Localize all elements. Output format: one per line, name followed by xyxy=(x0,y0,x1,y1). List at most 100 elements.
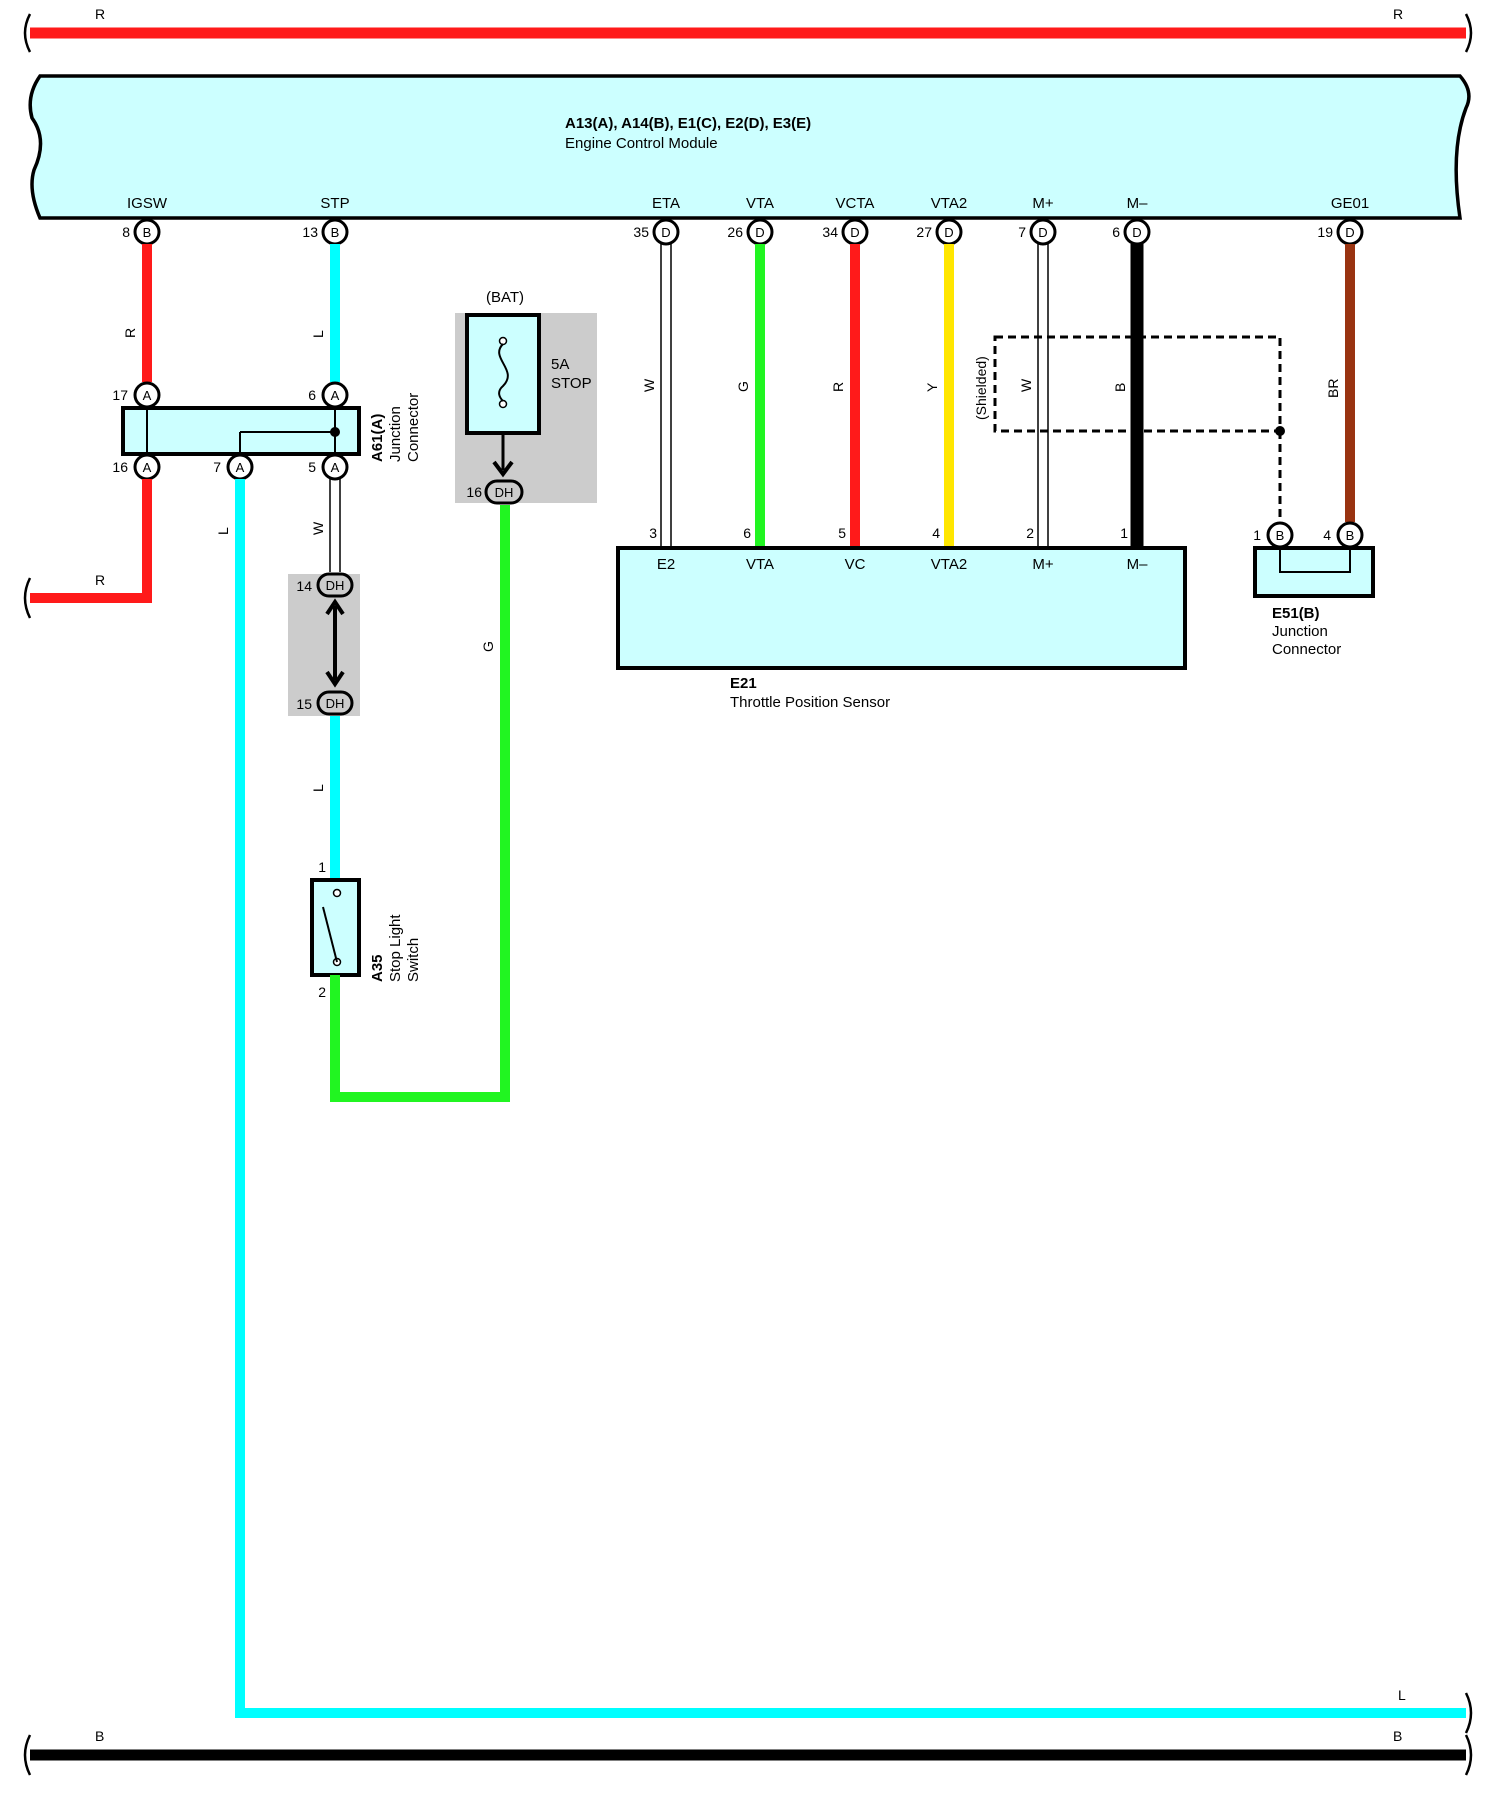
ecm-connector-letter: D xyxy=(850,225,859,240)
tps-pin: 5 xyxy=(838,525,846,541)
a61-pin-7: 7 xyxy=(213,459,221,475)
tps-pin: 1 xyxy=(1120,525,1128,541)
a61-pin-6: 6 xyxy=(308,387,316,403)
ecm-terminal-igsw: IGSW 8 B xyxy=(122,195,168,246)
ecm-pin-number: 34 xyxy=(822,224,838,240)
fuse-supply-label: (BAT) xyxy=(486,289,524,306)
eta-wire-color-label: W xyxy=(641,378,657,392)
ecm-terminal-mplus: M+ 7 D xyxy=(1018,195,1057,246)
stp-wire-color-label: L xyxy=(310,330,326,338)
mminus-wire: B xyxy=(1112,244,1144,548)
e51-pin-a: 1 xyxy=(1253,527,1261,543)
a61-conn-letter: A xyxy=(331,388,340,403)
ecm-terminal-vcta: VCTA 34 D xyxy=(822,195,875,246)
e51-name-line1: Junction xyxy=(1272,623,1328,640)
a61-conn-letter: A xyxy=(331,460,340,475)
shielded-label: (Shielded) xyxy=(973,356,989,420)
vta-wire-color-label: G xyxy=(735,381,751,392)
bottom-ground-bus: B B xyxy=(23,1728,1473,1776)
a61-conn-letter: A xyxy=(143,460,152,475)
e51-pin-b: 4 xyxy=(1323,527,1331,543)
tps-terminal-mminus: 1 M– xyxy=(1120,525,1148,573)
tps-terminal-vc: 5 VC xyxy=(838,525,865,573)
bottom-bus-right-label: B xyxy=(1393,1728,1402,1744)
ecm-terminal-name: M+ xyxy=(1032,195,1053,212)
e51-conn-letter: B xyxy=(1276,528,1285,543)
ecm-title: A13(A), A14(B), E1(C), E2(D), E3(E) xyxy=(565,115,811,132)
ecm-connector-letter: D xyxy=(1132,225,1141,240)
w-wire-color-label: W xyxy=(310,521,326,535)
ecm-pin-number: 6 xyxy=(1112,224,1120,240)
fuse-name: STOP xyxy=(551,375,592,392)
igsw-wire: R xyxy=(122,244,152,382)
e51-name-line2: Connector xyxy=(1272,641,1341,658)
vta2-wire: Y xyxy=(924,244,954,548)
ecm-terminal-name: M– xyxy=(1127,195,1148,212)
top-power-bus: R R xyxy=(23,6,1473,53)
ecm-pin-number: 26 xyxy=(727,224,743,240)
tps-pin: 2 xyxy=(1026,525,1034,541)
tps-terminal-name: VC xyxy=(845,556,866,573)
vta-wire: G xyxy=(735,244,765,548)
tps-pin: 6 xyxy=(743,525,751,541)
tps-terminal-name: VTA2 xyxy=(931,556,967,573)
ge01-wire: BR xyxy=(1325,244,1355,522)
ecm-pin-number: 19 xyxy=(1317,224,1333,240)
tps-id: E21 xyxy=(730,675,757,692)
fuse-rating: 5A xyxy=(551,356,569,373)
stop-fuse-block: (BAT) 5A STOP 16 DH xyxy=(455,289,597,505)
tps-terminal-e2: 3 E2 xyxy=(649,525,675,573)
a61-name-line2: Connector xyxy=(405,393,422,462)
stp-lower-color-label: L xyxy=(310,784,326,792)
tps-terminal-name: M– xyxy=(1127,556,1148,573)
a35-pin1: 1 xyxy=(318,859,326,875)
tps-pin: 4 xyxy=(932,525,940,541)
dh-connector-block: 14 DH 15 DH xyxy=(288,572,360,716)
ecm-terminal-name: VTA2 xyxy=(931,195,967,212)
e51-id: E51(B) xyxy=(1272,605,1320,622)
top-bus-right-label: R xyxy=(1393,6,1403,22)
l-bus-right-label: L xyxy=(1398,1687,1406,1703)
ecm-terminal-vta2: VTA2 27 D xyxy=(916,195,967,246)
ecm-connector-letter: D xyxy=(1345,225,1354,240)
a61-pin-17: 17 xyxy=(112,387,128,403)
throttle-position-sensor-e21: 3 E2 6 VTA 5 VC 4 VTA2 2 M+ 1 M– E21 Thr… xyxy=(616,525,1187,711)
dh-top-pin: 14 xyxy=(296,578,312,594)
junction-connector-e51: 1 B 4 B E51(B) Junction Connector xyxy=(1253,521,1375,658)
ecm-terminal-name: VCTA xyxy=(836,195,875,212)
tps-terminal-name: VTA xyxy=(746,556,774,573)
vcta-wire: R xyxy=(830,244,860,548)
top-bus-left-label: R xyxy=(95,6,105,22)
tps-terminal-name: M+ xyxy=(1032,556,1053,573)
ecm-box: A13(A), A14(B), E1(C), E2(D), E3(E) Engi… xyxy=(28,74,1471,220)
a61-pin-5: 5 xyxy=(308,459,316,475)
fuse-out-conn: DH xyxy=(495,485,514,500)
ecm-terminal-name: VTA xyxy=(746,195,774,212)
junction-connector-a61: 17 A 6 A 16 A 7 A 5 A A61(A) Junction Co… xyxy=(112,381,422,481)
ecm-connector-letter: D xyxy=(661,225,670,240)
ecm-terminal-stp: STP 13 B xyxy=(302,195,350,246)
fuse-out-pin: 16 xyxy=(466,484,482,500)
l-wire-color-label: L xyxy=(215,527,231,535)
w-wire-a61-to-dh: W xyxy=(310,479,341,572)
shield-outline: (Shielded) xyxy=(973,335,1285,523)
dh-top-conn: DH xyxy=(326,578,345,593)
ecm-connector-letter: B xyxy=(331,225,340,240)
tps-terminal-vta: 6 VTA xyxy=(743,525,774,573)
l-long-wire: L L xyxy=(215,479,1473,1734)
a35-name-line2: Switch xyxy=(405,938,422,982)
a61-id: A61(A) xyxy=(369,414,386,462)
ecm-terminal-ge01: GE01 19 D xyxy=(1317,195,1369,246)
ecm-terminal-name: STP xyxy=(320,195,349,212)
ecm-subtitle: Engine Control Module xyxy=(565,135,718,152)
ecm-terminal-name: IGSW xyxy=(127,195,168,212)
ecm-terminal-vta: VTA 26 D xyxy=(727,195,774,246)
tps-terminal-mplus: 2 M+ xyxy=(1026,525,1054,573)
ge01-wire-color-label: BR xyxy=(1325,379,1341,398)
r-branch-wire: R xyxy=(23,479,152,619)
a61-conn-letter: A xyxy=(236,460,245,475)
bottom-bus-left-label: B xyxy=(95,1728,104,1744)
vta2-wire-color-label: Y xyxy=(924,382,940,392)
ecm-connector-letter: B xyxy=(143,225,152,240)
ecm-pin-number: 13 xyxy=(302,224,318,240)
